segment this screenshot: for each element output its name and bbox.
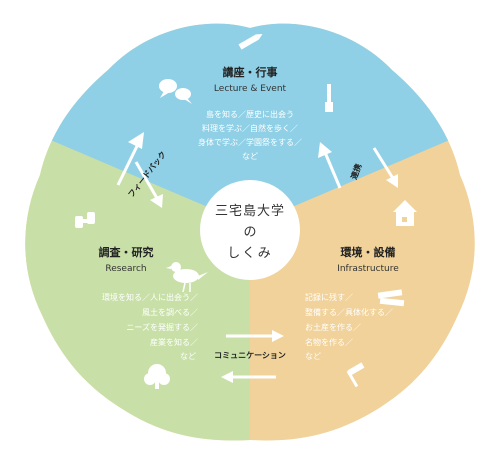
- research-item: 環境を知る／人に出会う／: [102, 292, 198, 302]
- center-circle: 三宅島大学 の しくみ: [200, 180, 300, 280]
- infrastructure-item: 名物を作る／: [305, 337, 353, 347]
- arrow-right-icon: [226, 330, 284, 342]
- research-item: など: [180, 352, 196, 361]
- center-title-line3: しくみ: [227, 246, 273, 261]
- hammer-icon: [346, 362, 365, 388]
- infrastructure-subtitle: Infrastructure: [337, 264, 399, 274]
- lecture-title: 講座・行事: [223, 65, 278, 79]
- research-item: ニーズを発掘する／: [126, 322, 198, 332]
- pencil-icon: [238, 34, 263, 50]
- infrastructure-title: 環境・設備: [341, 245, 396, 259]
- center-title-line2: の: [243, 225, 256, 240]
- lecture-subtitle: Lecture & Event: [214, 84, 287, 94]
- speech-bubbles-icon: [159, 79, 192, 104]
- arrow-up-icon: [318, 142, 342, 189]
- communication-connector: コミュニケーション: [214, 330, 286, 383]
- arrow-left-icon: [221, 371, 276, 383]
- brush-icon: [325, 84, 333, 112]
- research-item: 産業を知る／: [150, 337, 198, 347]
- lecture-item: 料理を学ぶ／自然を歩く／: [202, 123, 298, 133]
- binoculars-icon: [75, 212, 95, 228]
- infrastructure-item: お土産を作る／: [305, 322, 361, 332]
- arrow-up-icon: [116, 132, 144, 186]
- infrastructure-item: 記録に残す／: [305, 292, 353, 302]
- center-title-line1: 三宅島大学: [215, 203, 285, 219]
- lecture-section: 講座・行事 Lecture & Event 島を知る／歴史に出会う 料理を学ぶ／…: [198, 65, 302, 161]
- lecture-item: など: [242, 152, 258, 161]
- arrow-down-icon: [372, 147, 398, 188]
- arrow-down-icon: [134, 161, 163, 208]
- infrastructure-section: 環境・設備 Infrastructure 記録に残す／ 整備する／具体化する／ …: [305, 245, 399, 361]
- infrastructure-item: など: [305, 352, 321, 361]
- lecture-item: 島を知る／歴史に出会う: [206, 109, 294, 119]
- research-subtitle: Research: [105, 264, 146, 274]
- bird-icon: [166, 262, 208, 293]
- infrastructure-item: 整備する／具体化する／: [305, 307, 393, 317]
- research-title: 調査・研究: [99, 245, 154, 259]
- communication-label: コミュニケーション: [214, 351, 286, 360]
- research-section: 調査・研究 Research 環境を知る／人に出会う／ 風土を調べる／ ニーズを…: [99, 245, 199, 361]
- house-icon: [393, 200, 417, 226]
- tree-icon: [144, 364, 170, 389]
- lecture-item: 身体で学ぶ／学園祭をする／: [198, 137, 302, 147]
- stack-icon: [377, 289, 405, 307]
- research-item: 風土を調べる／: [142, 307, 198, 317]
